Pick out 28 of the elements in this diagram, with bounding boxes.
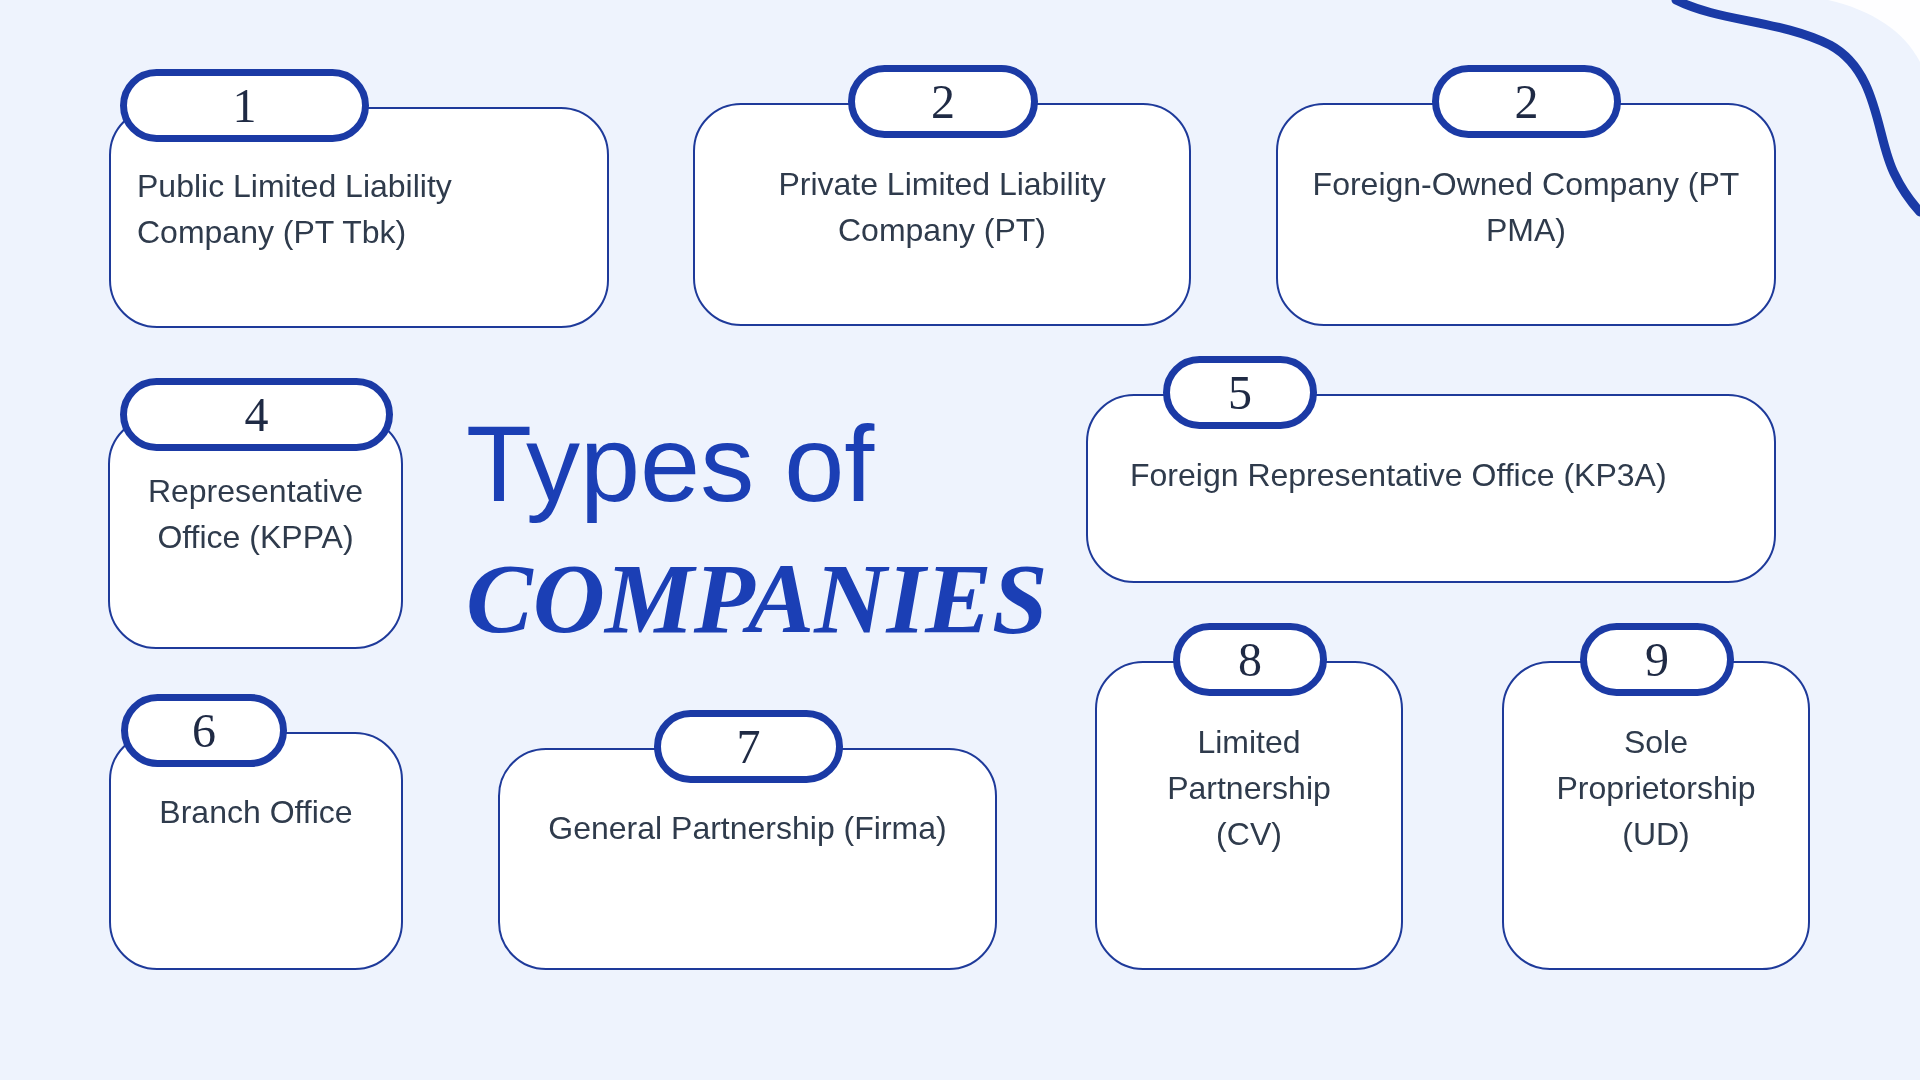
company-card bbox=[1276, 65, 1776, 326]
card-text: Branch Office bbox=[158, 793, 354, 832]
card-text: Public Limited Liability Company (PT Tbk) bbox=[137, 167, 453, 252]
company-card bbox=[108, 378, 403, 649]
company-card bbox=[109, 69, 609, 328]
company-card bbox=[693, 65, 1191, 326]
number-pill: 8 bbox=[1173, 623, 1327, 696]
company-card bbox=[1095, 623, 1403, 970]
card-text: Private Limited Liability Company (PT) bbox=[777, 165, 1107, 250]
card-text: Limited Partnership (CV) bbox=[1166, 723, 1332, 854]
number-pill: 4 bbox=[120, 378, 393, 451]
number-pill: 7 bbox=[654, 710, 843, 783]
company-card bbox=[498, 710, 997, 970]
number-pill: 2 bbox=[848, 65, 1038, 138]
company-card bbox=[1086, 356, 1776, 583]
card-text: Representative Office (KPPA) bbox=[146, 472, 365, 557]
company-card bbox=[109, 694, 403, 970]
card-text: Foreign-Owned Company (PT PMA) bbox=[1311, 165, 1741, 250]
number-pill: 2 bbox=[1432, 65, 1621, 138]
card-text: General Partnership (Firma) bbox=[547, 809, 948, 848]
number-pill: 9 bbox=[1580, 623, 1734, 696]
company-card bbox=[1502, 623, 1810, 970]
card-text: Sole Proprietorship (UD) bbox=[1555, 723, 1757, 854]
number-pill: 1 bbox=[120, 69, 369, 142]
number-pill: 6 bbox=[121, 694, 287, 767]
number-pill: 5 bbox=[1163, 356, 1317, 429]
title-heading: Types of COMPANIES bbox=[466, 404, 1048, 654]
card-text: Foreign Representative Office (KP3A) bbox=[1130, 456, 1668, 495]
